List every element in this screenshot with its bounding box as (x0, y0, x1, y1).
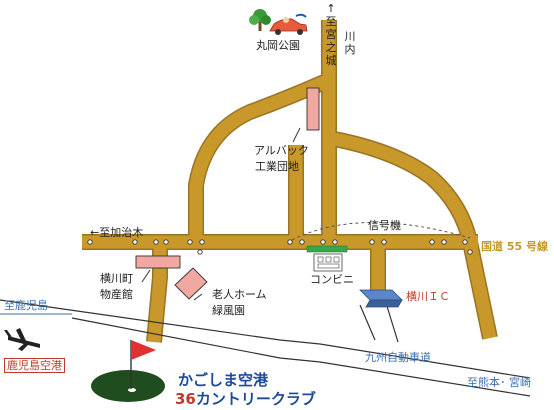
car-icon (269, 13, 308, 35)
signal-dashed-arc (291, 222, 471, 241)
park-label: 丸岡公園 (256, 39, 300, 52)
albac-building (306, 87, 320, 131)
bussankan-building (135, 255, 181, 269)
expressway-label: 九州自動車道 (365, 351, 431, 364)
kawauchi-label: 川内 (344, 30, 356, 56)
roujin-home-label: 老人ホーム (212, 288, 267, 301)
yokogawa-ic-label: 横川ＩＣ (406, 290, 450, 303)
to-kajiki-label: ←至加治木 (90, 226, 144, 239)
airplane-icon (4, 328, 40, 351)
ryokufuen-label: 緑風園 (212, 304, 245, 317)
industrial-park-label: 工業団地 (255, 160, 299, 173)
club-name-line2: 36カントリークラブ (175, 390, 316, 409)
expressway (0, 299, 531, 397)
bussankan-label: 物産館 (100, 288, 133, 301)
club-name-line1: かごしま空港 (178, 371, 269, 389)
signal-label: 信号機 (368, 219, 401, 232)
albac-pointer (292, 127, 301, 143)
interchange-icon (359, 289, 403, 308)
albac-label: アルバック (254, 144, 309, 157)
bussankan-pointer (141, 269, 151, 283)
roujin-building (174, 267, 208, 300)
konbini-label: コンビニ (310, 273, 354, 286)
signal-dots (87, 239, 473, 255)
airport-label: 鹿児島空港 (4, 358, 65, 373)
roujin-pointer (193, 293, 203, 301)
to-kagoshima-label: 至鹿児島 (4, 299, 48, 312)
route55-label: 国道 55 号線 (481, 240, 548, 253)
golf-flag-icon (130, 340, 156, 389)
to-kumamoto-label: 至熊本･ 宮崎 (467, 376, 531, 389)
convenience-store-icon (306, 245, 348, 272)
yokogawa-town-label: 横川町 (100, 272, 133, 285)
tree-icon (249, 9, 271, 31)
to-miyanojo-label: ↑至宮之城 (325, 2, 337, 67)
road-network (82, 20, 498, 343)
airport-name: 鹿児島空港 (4, 358, 65, 373)
golf-green (91, 370, 165, 402)
club-name-suffix: カントリークラブ (195, 390, 316, 408)
club-number: 36 (175, 390, 196, 408)
